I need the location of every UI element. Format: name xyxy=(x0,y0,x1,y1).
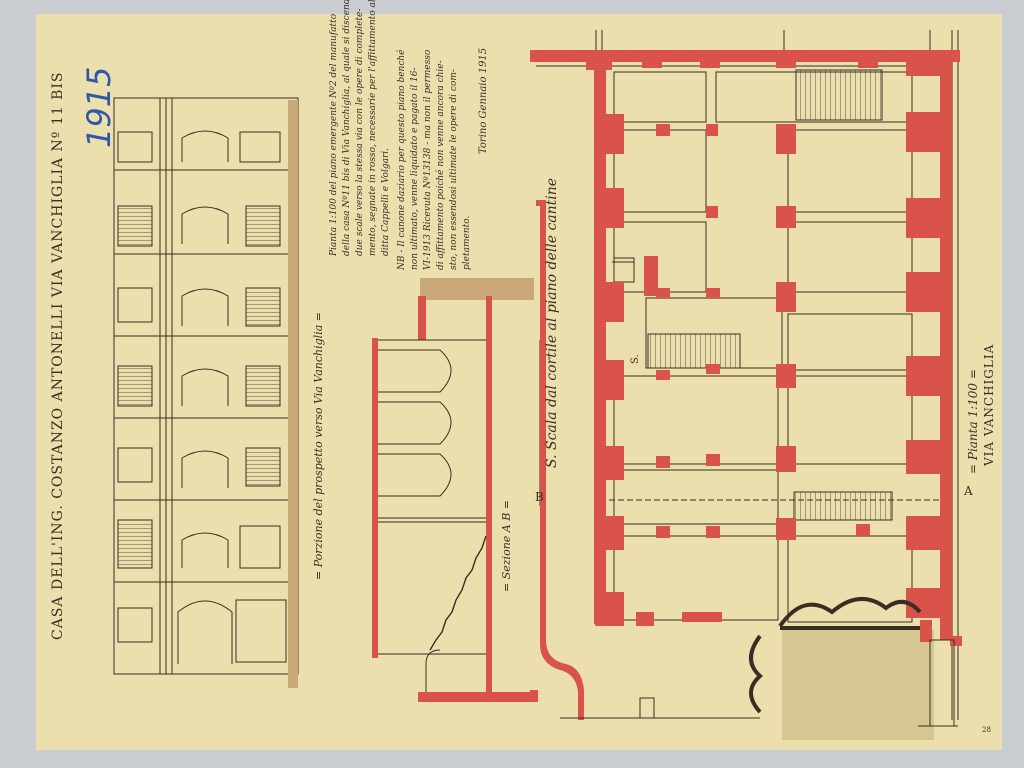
note-line: della casa Nº11 bis di Via Vanchiglia, a… xyxy=(342,0,352,256)
sheet-number: 28 xyxy=(982,726,991,734)
plan-caption: = Pianta 1:100 = xyxy=(966,369,980,474)
street-label: VIA VANCHIGLIA xyxy=(982,343,996,466)
drawing-title: CASA DELL'ING. COSTANZO ANTONELLI VIA VA… xyxy=(50,71,66,640)
rotunda xyxy=(749,596,922,714)
stair-caption: S. Scala dal cortile al piano delle cant… xyxy=(544,177,560,468)
nb-line: NB - Il canone daziario per questo piano… xyxy=(397,49,407,271)
facade-elevation xyxy=(113,97,299,688)
plan-notes: Pianta 1:100 del piano emergente Nº2 del… xyxy=(328,0,393,256)
point-a: A xyxy=(964,484,973,498)
elevation-caption: = Porzione del prospetto verso Via Vanch… xyxy=(312,312,325,580)
left-window-column xyxy=(117,131,153,643)
nb-line: pletamento. xyxy=(462,215,472,270)
note-line: mento, segnate in rosso, necessarie per … xyxy=(368,0,378,256)
note-line: due scale verso la stessa via con le ope… xyxy=(355,8,365,256)
nb-line: di affittamento poiché non venne ancora … xyxy=(436,60,446,270)
point-b: B xyxy=(535,490,544,504)
note-line: ditta Cappelli e Volgari. xyxy=(381,147,391,256)
note-line: Pianta 1:100 del piano emergente Nº2 del… xyxy=(329,13,339,256)
place-date: Torino Gennaio 1915 xyxy=(478,47,489,154)
nb-notes: NB - Il canone daziario per questo piano… xyxy=(396,50,474,271)
year-mark: 1915 xyxy=(80,66,118,148)
stair-lane xyxy=(536,200,584,720)
section-caption: = Sezione A B = xyxy=(500,499,513,592)
floor-plan xyxy=(530,30,962,740)
nb-line: VI-1913 Ricevuta Nº13138 - ma non il per… xyxy=(423,49,433,270)
balcony-column xyxy=(235,131,287,663)
stair-mark: S. xyxy=(630,354,641,364)
nb-line: sto, non essendosi ultimate le opere di … xyxy=(449,69,459,270)
nb-line: non ultimato, venne liquidato e pagato i… xyxy=(410,67,420,270)
section-ab xyxy=(372,278,541,702)
arched-window-column xyxy=(177,130,233,664)
